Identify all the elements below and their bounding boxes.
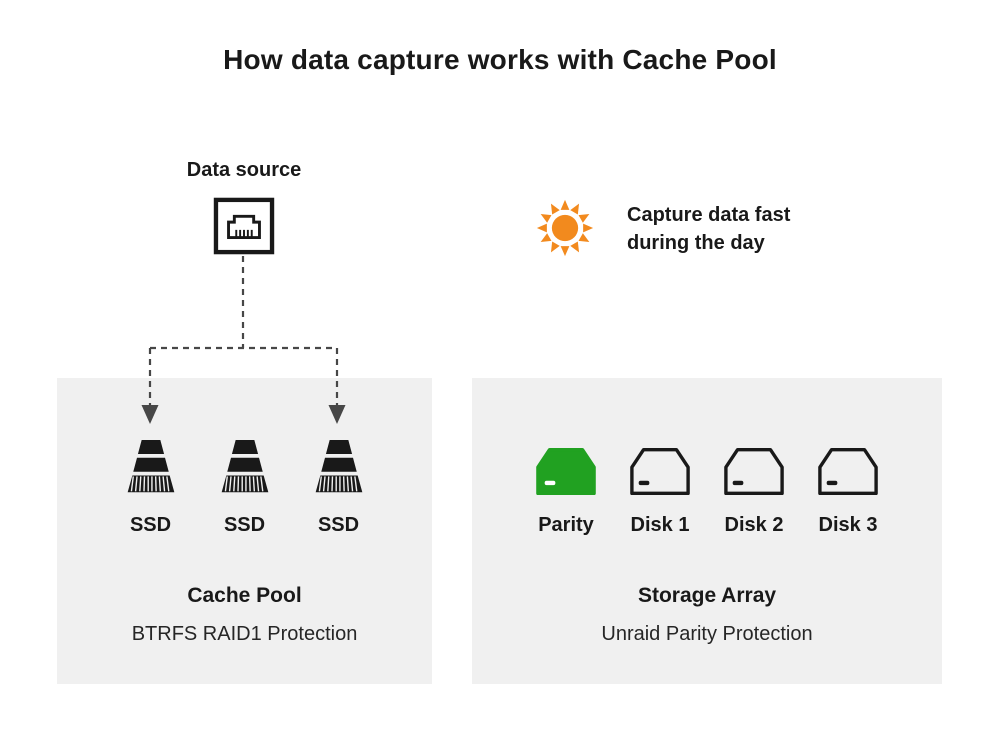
ssd-drive-1: SSD [123,438,179,537]
cache-pool-panel: SSD SSD SSD Cache Pool BTRFS RAID1 Prote… [57,378,432,684]
cache-pool-subtitle: BTRFS RAID1 Protection [131,623,358,645]
drive-label: Disk 2 [724,514,784,536]
drive-label: SSD [129,514,172,536]
annotation-line-2: during the day [627,232,765,254]
sun-icon [536,199,594,257]
annotation-line-1: Capture data fast [627,204,791,226]
drive-label: Parity [538,514,594,536]
ssd-drive-3: SSD [311,438,367,537]
data-drive-2: Disk 2 [723,446,785,537]
cache-pool-title: Cache Pool [187,584,302,607]
ssd-drive-2: SSD [217,438,273,537]
disk-icon [723,446,785,498]
storage-array-panel: Parity Disk 1 Disk 2 Disk 3 Storage Arra… [472,378,942,684]
storage-array-drive-row: Parity Disk 1 Disk 2 Disk 3 [535,435,879,537]
data-drive-1: Disk 1 [629,446,691,537]
ssd-icon [123,438,179,498]
drive-label: Disk 3 [818,514,878,536]
cache-pool-drive-row: SSD SSD SSD [123,435,367,537]
ssd-icon [311,438,367,498]
data-source-label: Data source [186,159,302,181]
storage-array-subtitle: Unraid Parity Protection [601,623,813,645]
annotation-text: Capture data fast during the day [627,201,790,257]
diagram-title: How data capture works with Cache Pool [223,44,777,75]
data-drive-3: Disk 3 [817,446,879,537]
disk-icon [817,446,879,498]
drive-label: SSD [223,514,266,536]
ssd-icon [217,438,273,498]
drive-label: Disk 1 [630,514,690,536]
ethernet-port-icon [213,197,275,255]
drive-label: SSD [317,514,360,536]
parity-drive: Parity [535,446,597,537]
storage-array-title: Storage Array [637,584,777,607]
parity-disk-icon [535,446,597,498]
disk-icon [629,446,691,498]
